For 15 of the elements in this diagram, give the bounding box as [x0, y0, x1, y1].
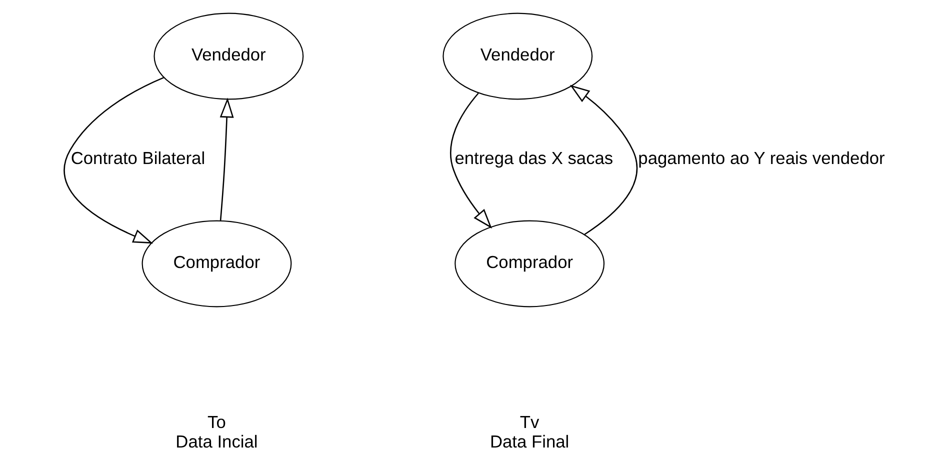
node-label: Tv	[520, 412, 540, 432]
node-label: To	[208, 412, 226, 432]
arrow	[64, 76, 164, 244]
node-ellipse: Vendedor	[154, 12, 304, 100]
edge-label: pagamento ao Y reais vendedor	[638, 148, 885, 168]
node-ellipse: Comprador	[454, 220, 605, 307]
arrow	[450, 92, 492, 228]
node-ellipse: Comprador	[142, 220, 292, 307]
arrow	[570, 84, 638, 235]
node-label: Data Final	[490, 431, 570, 452]
edge-label: entrega das X sacas	[454, 148, 614, 168]
arrow	[220, 97, 234, 220]
edge-label: Contrato Bilateral	[70, 148, 206, 168]
node-label: Data Incial	[176, 431, 258, 452]
node-ellipse: Vendedor	[442, 12, 593, 100]
